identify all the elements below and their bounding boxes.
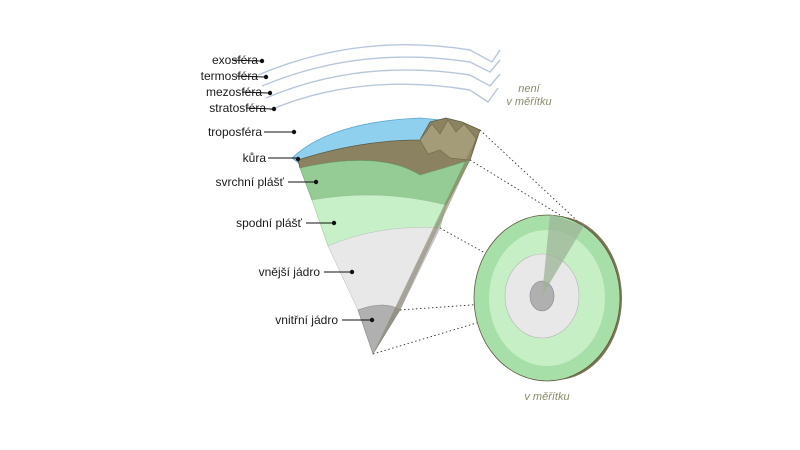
thermosphere-arc [261, 56, 501, 87]
stratosphere-arc [269, 83, 499, 111]
exosphere-arc [257, 44, 501, 76]
label-thermosphere: termosféra [201, 69, 259, 83]
label-upper-mantle: svrchní plášť [215, 175, 284, 189]
labels: exosféra termosféra mezosféra stratosfér… [201, 53, 375, 327]
atmosphere-arcs [257, 44, 501, 111]
note-not-to-scale-line2: v měřítku [506, 96, 551, 108]
label-crust: kůra [243, 151, 267, 165]
label-lower-mantle: spodní plášť [236, 216, 302, 230]
label-troposphere: troposféra [208, 125, 262, 139]
label-mesosphere: mezosféra [206, 85, 262, 99]
scale-notes: není v měřítku v měřítku [506, 83, 569, 403]
note-not-to-scale-line1: není [518, 83, 540, 95]
wedge-side-shade [373, 130, 480, 354]
label-stratosphere: stratosféra [209, 101, 266, 115]
note-to-scale: v měřítku [524, 391, 569, 403]
globe-wedge-cutout [542, 214, 584, 296]
earth-wedge [291, 117, 481, 355]
mesosphere-arc [265, 69, 501, 99]
wedge-side-shade-core [373, 205, 446, 354]
label-outer-core: vnější jádro [259, 265, 321, 279]
mountain-relief [419, 119, 477, 161]
globe-cross-section [473, 214, 622, 382]
outer-core-layer [327, 227, 441, 311]
label-inner-core: vnitřní jádro [275, 313, 338, 327]
